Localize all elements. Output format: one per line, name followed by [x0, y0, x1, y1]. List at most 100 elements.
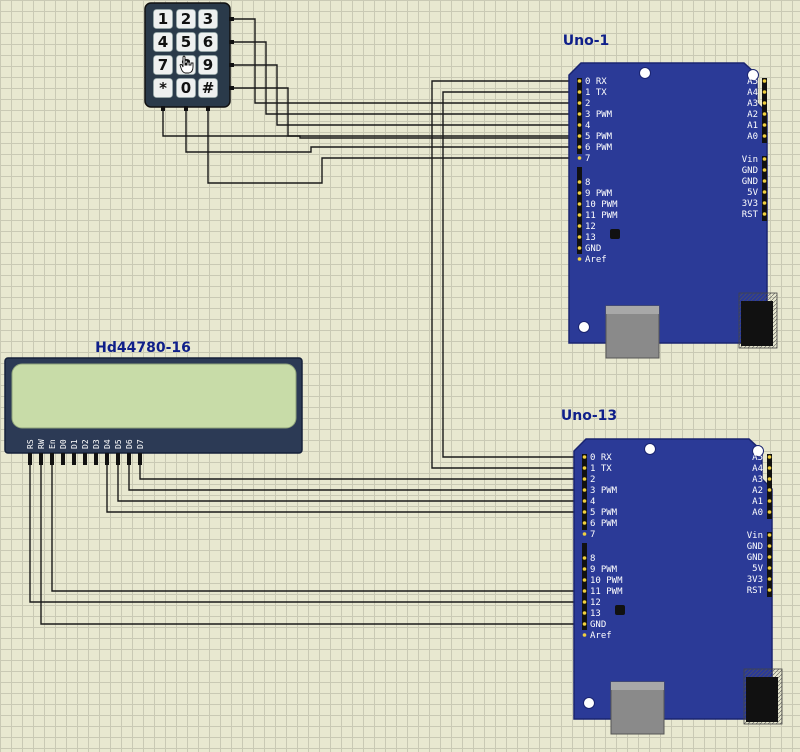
- pin-header[interactable]: [767, 499, 772, 503]
- key-0[interactable]: 0: [176, 78, 196, 98]
- key-4[interactable]: 4: [153, 32, 173, 52]
- key-star[interactable]: *: [153, 78, 173, 98]
- keypad-row-wire: [234, 41, 580, 115]
- pin-header[interactable]: [582, 466, 587, 470]
- reset-button[interactable]: [615, 605, 625, 615]
- pin-header[interactable]: [767, 466, 772, 470]
- pin-header[interactable]: [762, 212, 767, 216]
- pin-header[interactable]: [767, 544, 772, 548]
- pin-header[interactable]: [582, 578, 587, 582]
- lcd-pin[interactable]: [127, 453, 131, 465]
- pin-header[interactable]: [582, 589, 587, 593]
- pin-header[interactable]: [577, 191, 582, 195]
- lcd-pin[interactable]: [105, 453, 109, 465]
- pin-header[interactable]: [762, 101, 767, 105]
- pin-header[interactable]: [582, 622, 587, 626]
- lcd-screen: [11, 363, 297, 429]
- lcd-pin[interactable]: [28, 453, 32, 465]
- pin-header[interactable]: [577, 79, 582, 83]
- pin-header[interactable]: [767, 555, 772, 559]
- keypad[interactable]: 123456789*0#: [144, 2, 234, 111]
- lcd-pin[interactable]: [138, 453, 142, 465]
- pin-header[interactable]: [767, 477, 772, 481]
- key-9[interactable]: 9: [198, 55, 218, 75]
- pin-header[interactable]: [762, 112, 767, 116]
- pin-label: A0: [752, 508, 763, 518]
- pin-header[interactable]: [582, 567, 587, 571]
- key-2[interactable]: 2: [176, 9, 196, 29]
- pin-header[interactable]: [762, 157, 767, 161]
- pin-header[interactable]: [577, 202, 582, 206]
- pin-header[interactable]: [767, 510, 772, 514]
- key-3[interactable]: 3: [198, 9, 218, 29]
- pin-header[interactable]: [582, 521, 587, 525]
- lcd-pin-label: D2: [81, 439, 90, 449]
- pin-label: 7: [590, 530, 595, 540]
- pin-header[interactable]: [577, 180, 582, 184]
- pin-header[interactable]: [577, 156, 582, 160]
- header-strip: [767, 532, 772, 597]
- pin-header[interactable]: [577, 257, 582, 261]
- pin-header[interactable]: [762, 134, 767, 138]
- pin-header[interactable]: [582, 532, 587, 536]
- lcd-pin[interactable]: [83, 453, 87, 465]
- pin-header[interactable]: [577, 235, 582, 239]
- lcd-pin[interactable]: [94, 453, 98, 465]
- pin-header[interactable]: [577, 123, 582, 127]
- pin-header[interactable]: [762, 201, 767, 205]
- pin-header[interactable]: [577, 134, 582, 138]
- usb-connector: [605, 305, 660, 359]
- header-strip: [582, 454, 587, 530]
- lcd-pin[interactable]: [39, 453, 43, 465]
- pin-header[interactable]: [582, 488, 587, 492]
- lcd-pin[interactable]: [50, 453, 54, 465]
- lcd-pin-label: D7: [136, 439, 145, 449]
- pin-label: 13: [590, 609, 601, 619]
- pin-label: 2: [585, 99, 590, 109]
- key-7[interactable]: 7: [153, 55, 173, 75]
- pin-header[interactable]: [582, 499, 587, 503]
- key-5[interactable]: 5: [176, 32, 196, 52]
- reset-button[interactable]: [610, 229, 620, 239]
- pin-header[interactable]: [582, 510, 587, 514]
- pin-header[interactable]: [582, 477, 587, 481]
- pin-label: 3 PWM: [585, 110, 613, 120]
- pin-header[interactable]: [767, 566, 772, 570]
- key-hash[interactable]: #: [198, 78, 218, 98]
- key-1[interactable]: 1: [153, 9, 173, 29]
- pin-header[interactable]: [582, 600, 587, 604]
- pin-header[interactable]: [577, 224, 582, 228]
- key-6[interactable]: 6: [198, 32, 218, 52]
- pin-header[interactable]: [762, 90, 767, 94]
- pin-header[interactable]: [577, 112, 582, 116]
- lcd-en-wire: [51, 465, 585, 592]
- pin-header[interactable]: [582, 556, 587, 560]
- lcd-pin[interactable]: [116, 453, 120, 465]
- pin-header[interactable]: [767, 533, 772, 537]
- pin-header[interactable]: [762, 190, 767, 194]
- pin-header[interactable]: [767, 455, 772, 459]
- pin-header[interactable]: [767, 577, 772, 581]
- key-label: #: [202, 79, 215, 97]
- pin-header[interactable]: [762, 168, 767, 172]
- pin-header[interactable]: [582, 455, 587, 459]
- pin-header[interactable]: [577, 90, 582, 94]
- pin-header[interactable]: [767, 488, 772, 492]
- pin-header[interactable]: [582, 611, 587, 615]
- pin-header[interactable]: [577, 246, 582, 250]
- pin-header[interactable]: [577, 213, 582, 217]
- pin-header[interactable]: [762, 79, 767, 83]
- pin-header[interactable]: [577, 101, 582, 105]
- lcd-pin[interactable]: [61, 453, 65, 465]
- header-strip: [577, 78, 582, 154]
- lcd-pin-label: RS: [26, 439, 35, 449]
- pin-header[interactable]: [762, 179, 767, 183]
- pin-header[interactable]: [577, 145, 582, 149]
- lcd-pin[interactable]: [72, 453, 76, 465]
- pin-header[interactable]: [767, 588, 772, 592]
- pin-header[interactable]: [582, 633, 587, 637]
- pin-header[interactable]: [762, 123, 767, 127]
